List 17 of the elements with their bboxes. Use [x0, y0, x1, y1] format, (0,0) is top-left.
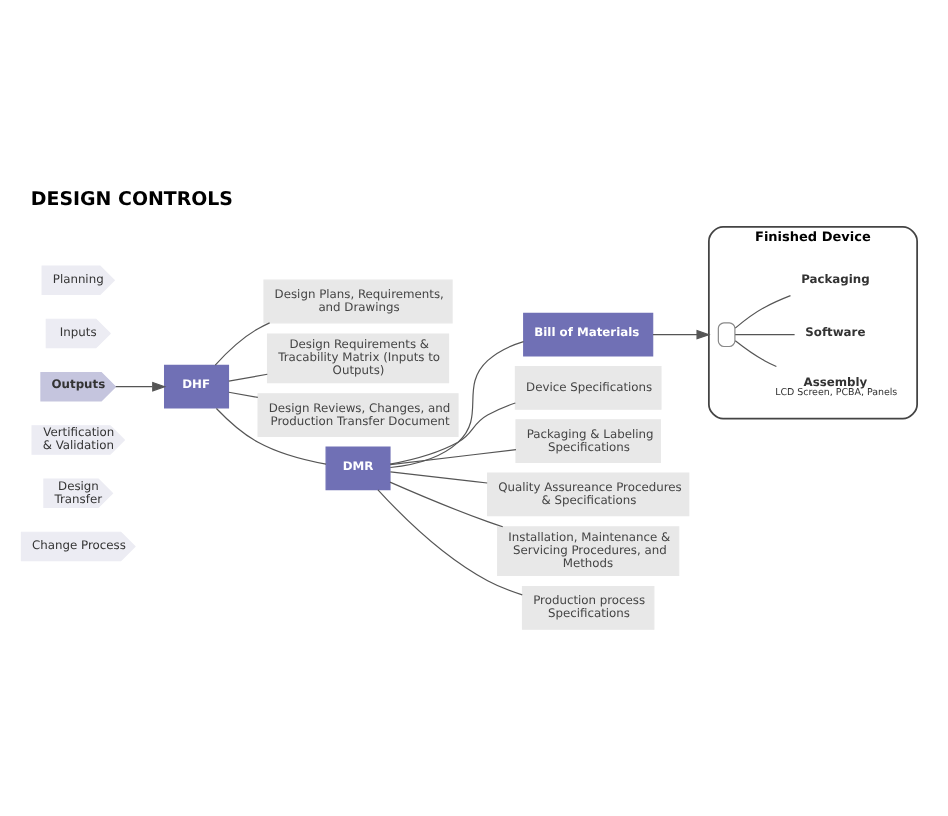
node-box — [717, 322, 736, 348]
connector — [215, 407, 327, 465]
arrow — [115, 381, 167, 392]
connector — [389, 471, 488, 484]
connector — [214, 322, 271, 366]
connector — [389, 481, 504, 528]
connector — [734, 334, 796, 336]
diagram-title: DESIGN CONTROLS — [30, 189, 234, 212]
connector — [389, 449, 517, 466]
connector — [228, 391, 259, 398]
connector — [228, 373, 268, 382]
connector — [389, 341, 525, 469]
connector — [734, 295, 792, 329]
arrow — [652, 329, 711, 340]
connector — [389, 402, 516, 465]
connector — [377, 489, 523, 596]
connector — [734, 340, 777, 368]
